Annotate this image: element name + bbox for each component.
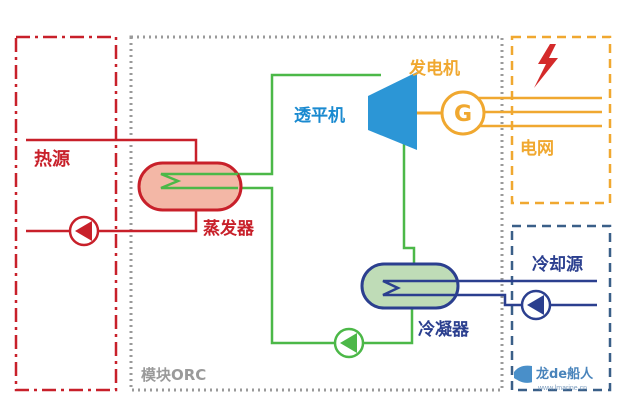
watermark-brand: 龙de船人: [536, 366, 594, 382]
generator-label: 发电机: [408, 58, 460, 79]
orc-fluid-piping: [236, 73, 416, 345]
grid-frame: [510, 35, 612, 205]
heat-source-label: 热源: [34, 148, 70, 170]
evaporator-label: 蒸发器: [203, 218, 255, 239]
cooling-pump-icon: [520, 289, 552, 321]
heat-source-pump-icon: [68, 215, 100, 247]
turbine-icon: [368, 72, 417, 150]
evaporator-icon: [137, 161, 243, 212]
heat-source-piping: [26, 138, 198, 233]
lightning-bolt-icon: [534, 44, 558, 88]
grid-label: 电网: [520, 138, 554, 159]
cooling-source-frame: [510, 224, 612, 392]
cooling-piping: [455, 279, 597, 307]
condenser-icon: [360, 262, 460, 310]
watermark-url: www.lmarine.cn: [537, 385, 587, 392]
boat-logo-icon: [514, 365, 532, 384]
cooling-source-label: 冷却源: [532, 254, 583, 275]
watermark: 龙de船人 www.lmarine.cn: [514, 365, 594, 392]
orc-pump-icon: [333, 327, 365, 359]
module-label: 模块ORC: [141, 366, 206, 384]
grid-power-lines: [466, 96, 602, 128]
heat-source-frame: [14, 35, 118, 392]
condenser-label: 冷凝器: [418, 319, 470, 340]
turbine-label: 透平机: [294, 105, 345, 126]
generator-symbol: G: [454, 102, 472, 127]
generator-icon: G: [440, 90, 486, 136]
orc-module-frame: [129, 35, 504, 392]
